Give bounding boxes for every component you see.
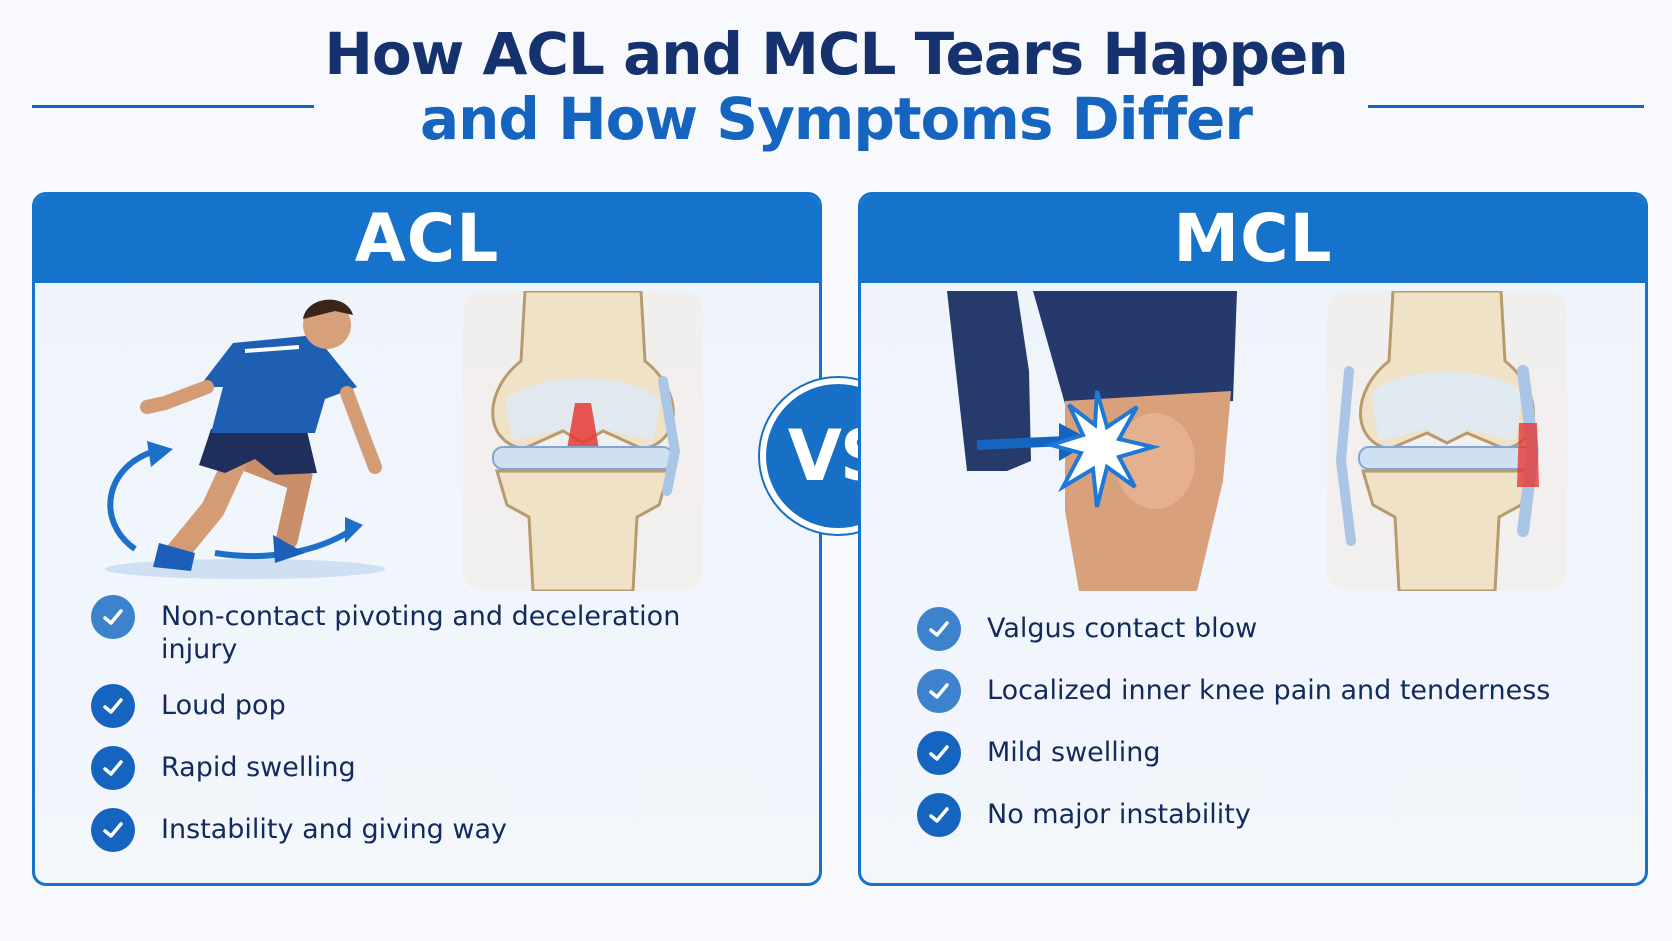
acl-knee-anatomy-illustration xyxy=(463,291,703,591)
check-circle-icon xyxy=(91,746,135,790)
check-circle-icon xyxy=(917,669,961,713)
mcl-item-text: Localized inner knee pain and tenderness xyxy=(987,675,1551,706)
mcl-knee-anatomy-illustration xyxy=(1327,291,1567,591)
valgus-blow-illustration xyxy=(947,291,1237,591)
title-rule-right xyxy=(1368,105,1644,108)
pivoting-athlete-illustration xyxy=(105,299,385,579)
acl-heading: ACL xyxy=(35,195,819,283)
check-circle-icon xyxy=(917,731,961,775)
mcl-panel: MCL Valgus contact blo xyxy=(858,192,1648,886)
list-item: Rapid swelling xyxy=(91,746,731,790)
acl-panel: ACL xyxy=(32,192,822,886)
impact-burst-icon xyxy=(1043,390,1161,508)
title-line-1: How ACL and MCL Tears Happen xyxy=(324,20,1348,88)
mcl-symptom-list: Valgus contact blow Localized inner knee… xyxy=(917,607,1597,855)
list-item: Non-contact pivoting and deceleration in… xyxy=(91,595,731,666)
acl-tear-highlight xyxy=(567,403,599,449)
check-circle-icon xyxy=(917,607,961,651)
mcl-heading: MCL xyxy=(861,195,1645,283)
mcl-item-text: Valgus contact blow xyxy=(987,613,1258,644)
mcl-item-text: No major instability xyxy=(987,799,1251,830)
list-item: Mild swelling xyxy=(917,731,1597,775)
rotation-arrow-icon xyxy=(107,448,156,552)
mcl-tear-highlight xyxy=(1517,423,1539,487)
list-item: Localized inner knee pain and tenderness xyxy=(917,669,1597,713)
acl-item-text: Loud pop xyxy=(161,690,286,721)
check-circle-icon xyxy=(91,684,135,728)
acl-symptom-list: Non-contact pivoting and deceleration in… xyxy=(91,595,731,870)
check-circle-icon xyxy=(917,793,961,837)
title-rule-left xyxy=(32,105,314,108)
acl-item-text: Instability and giving way xyxy=(161,814,508,845)
acl-item-text: Non-contact pivoting and deceleration in… xyxy=(161,601,681,665)
list-item: No major instability xyxy=(917,793,1597,837)
list-item: Instability and giving way xyxy=(91,808,731,852)
page-title: How ACL and MCL Tears Happen and How Sym… xyxy=(0,22,1672,152)
title-line-2: and How Symptoms Differ xyxy=(420,84,1253,153)
list-item: Loud pop xyxy=(91,684,731,728)
check-circle-icon xyxy=(91,595,135,639)
impact-arrow-icon xyxy=(976,436,1068,450)
mcl-item-text: Mild swelling xyxy=(987,737,1161,768)
list-item: Valgus contact blow xyxy=(917,607,1597,651)
acl-item-text: Rapid swelling xyxy=(161,752,356,783)
check-circle-icon xyxy=(91,808,135,852)
